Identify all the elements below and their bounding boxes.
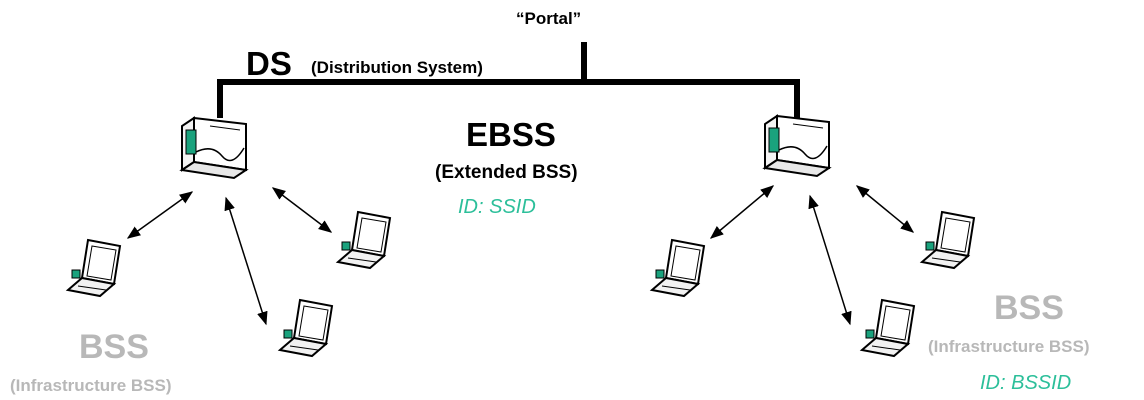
bss-left-title: BSS — [79, 328, 149, 366]
wireless-link-arrow — [126, 191, 194, 239]
ds-title: DS — [246, 45, 292, 82]
ebss-subtitle: (Extended BSS) — [435, 162, 578, 183]
access-point-right-icon — [764, 115, 830, 177]
laptop-right-1-icon — [651, 239, 705, 297]
laptop-left-1-icon — [67, 239, 121, 297]
bss-left-subtitle: (Infrastructure BSS) — [10, 376, 172, 395]
wireless-link-arrow — [224, 196, 268, 326]
bss-right-id-label: ID: BSSID — [980, 372, 1072, 394]
ebss-id-label: ID: SSID — [458, 196, 536, 218]
portal-label: “Portal” — [516, 9, 582, 28]
bss-right-subtitle: (Infrastructure BSS) — [928, 337, 1090, 356]
bss-right-title: BSS — [994, 289, 1064, 327]
access-point-left-icon — [181, 117, 247, 179]
laptop-right-2-icon — [861, 299, 915, 357]
wireless-link-arrow — [271, 187, 333, 233]
wireless-link-arrow — [855, 185, 915, 233]
distribution-system-line — [217, 42, 800, 118]
laptop-left-2-icon — [279, 299, 333, 357]
laptop-right-3-icon — [921, 211, 975, 269]
wireless-link-arrow — [709, 185, 775, 239]
wireless-link-arrow — [808, 194, 852, 326]
laptop-left-3-icon — [337, 211, 391, 269]
ds-subtitle: (Distribution System) — [311, 58, 483, 77]
ebss-title: EBSS — [466, 116, 556, 153]
